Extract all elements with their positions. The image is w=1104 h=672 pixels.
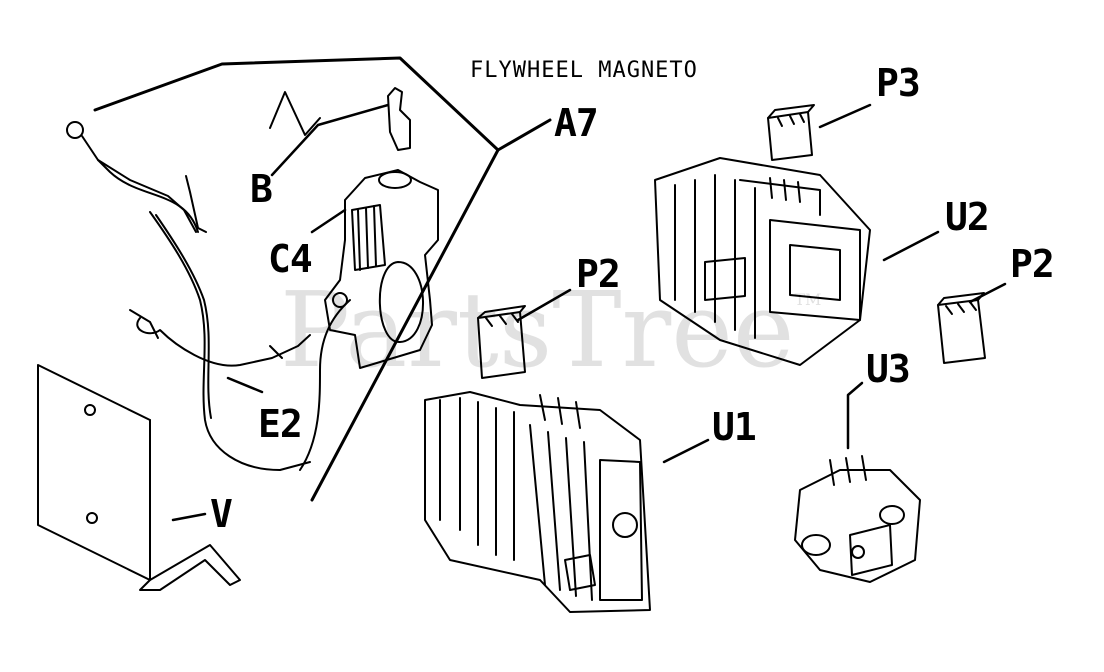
watermark-text: PartsTree <box>280 269 795 391</box>
callout-v: V <box>210 492 233 536</box>
leader-a7 <box>496 118 552 152</box>
diagram-title: FLYWHEEL MAGNETO <box>470 58 698 83</box>
mounting-bracket-part <box>37 364 241 591</box>
regulator-u3-part <box>794 455 921 583</box>
callout-p2-right: P2 <box>1010 242 1055 286</box>
callout-b: B <box>250 167 273 211</box>
leader-b <box>270 103 390 177</box>
leader-p2-right <box>968 282 1007 304</box>
regulator-u2-part <box>654 157 871 366</box>
leader-p2-left <box>516 288 572 322</box>
plug-p3-part <box>767 104 815 161</box>
ignition-coil-part <box>324 169 439 369</box>
regulator-u1-part <box>424 391 651 613</box>
callout-p3: P3 <box>876 61 921 105</box>
leader-p3 <box>818 103 872 129</box>
plug-p2-right-part <box>937 292 986 364</box>
callout-c4: C4 <box>268 237 313 281</box>
leader-u3 <box>846 381 864 450</box>
callout-u2: U2 <box>945 195 990 239</box>
leader-c4 <box>310 208 347 234</box>
leader-u2 <box>882 230 940 262</box>
callout-e2: E2 <box>258 402 303 446</box>
magneto-group-outline <box>93 56 500 502</box>
leader-e2 <box>226 376 264 394</box>
callout-u3: U3 <box>866 347 911 391</box>
spring-clip-part <box>269 91 321 136</box>
wire-harness-part <box>66 121 351 471</box>
callout-p2-left: P2 <box>576 252 621 296</box>
bracket-part <box>387 87 411 151</box>
leader-u1 <box>662 438 710 464</box>
partstree-watermark: PartsTreeTM <box>280 278 821 382</box>
callout-a7: A7 <box>554 101 599 145</box>
callout-u1: U1 <box>712 405 757 449</box>
plug-p2-left-part <box>477 305 526 379</box>
leader-v <box>171 512 207 522</box>
